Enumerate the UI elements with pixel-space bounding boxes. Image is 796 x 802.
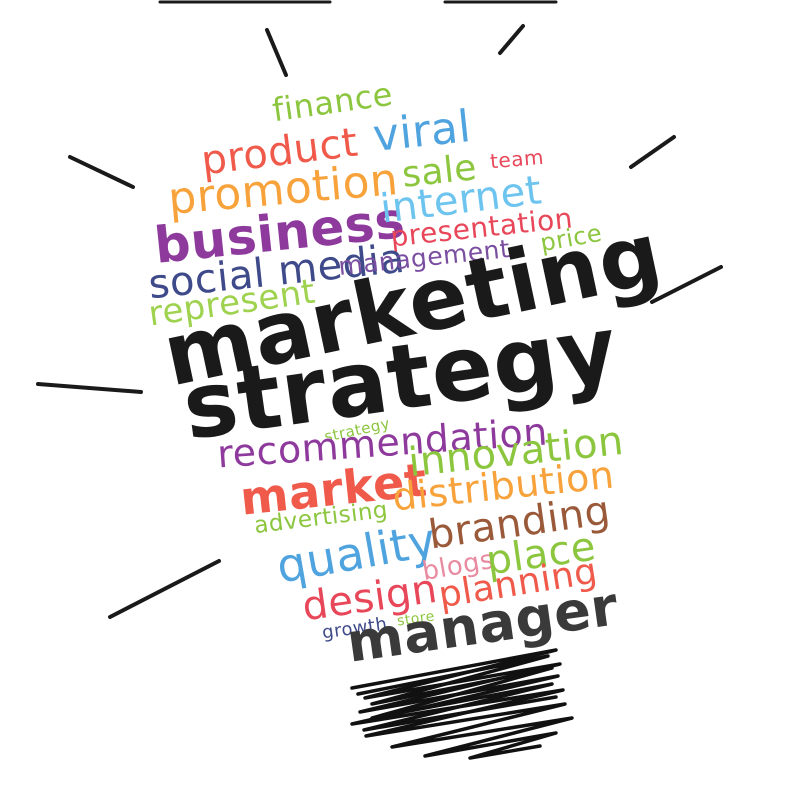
ray-upper-left	[68, 155, 135, 189]
ray-upper-right	[629, 135, 676, 169]
ray-top-left	[265, 28, 288, 77]
light-rays	[36, 24, 723, 619]
ray-left	[36, 382, 143, 394]
ray-top-right	[498, 24, 525, 55]
bulb-base-scribble	[350, 648, 574, 760]
ray-right	[650, 265, 723, 304]
ray-lower-left	[108, 559, 221, 619]
